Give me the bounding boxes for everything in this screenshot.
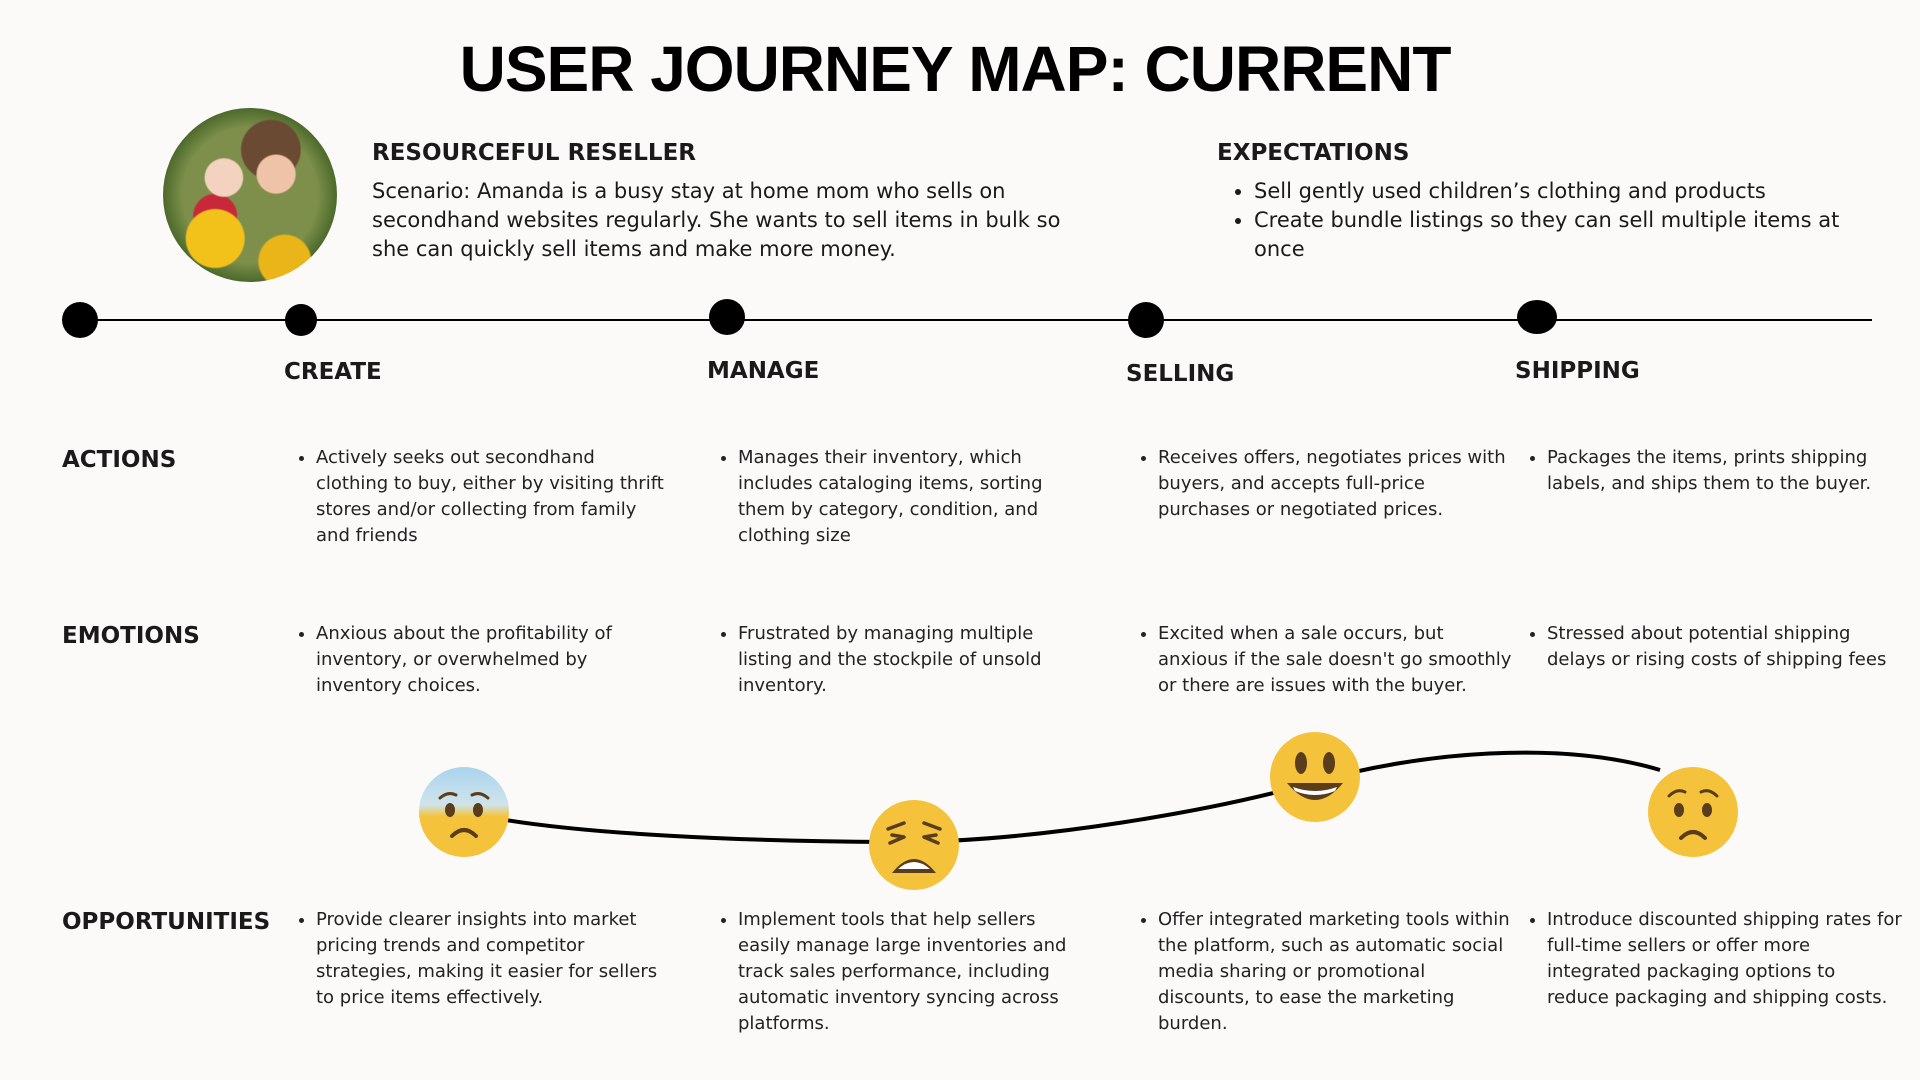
stage-manage: MANAGE	[707, 358, 820, 384]
emotions-cell-manage: Frustrated by managing multiple listing …	[716, 621, 1093, 699]
row-label-actions: ACTIONS	[62, 447, 177, 473]
expectation-item: Create bundle listings so they can sell …	[1254, 206, 1854, 264]
stage-selling: SELLING	[1126, 361, 1235, 387]
smiling-face-icon	[1270, 732, 1360, 822]
emotions-cell-selling: Excited when a sale occurs, but anxious …	[1136, 621, 1513, 699]
actions-cell-selling: Receives offers, negotiates prices with …	[1136, 445, 1513, 523]
timeline-dot-shipping	[1517, 300, 1557, 334]
actions-cell-create: Actively seeks out secondhand clothing t…	[294, 445, 671, 549]
expectations-list: Sell gently used children’s clothing and…	[1217, 177, 1854, 264]
page-title: USER JOURNEY MAP: CURRENT	[459, 33, 1452, 105]
persona-avatar	[163, 108, 337, 282]
list-item: Offer integrated marketing tools within …	[1158, 907, 1513, 1037]
list-item: Stressed about potential shipping delays…	[1547, 621, 1902, 673]
row-label-emotions: EMOTIONS	[62, 623, 200, 649]
anxious-face-icon	[419, 767, 509, 857]
timeline-dot-selling	[1128, 302, 1164, 338]
opportunities-cell-manage: Implement tools that help sellers easily…	[716, 907, 1093, 1037]
list-item: Frustrated by managing multiple listing …	[738, 621, 1093, 699]
row-label-opportunities: OPPORTUNITIES	[62, 909, 271, 935]
list-item: Packages the items, prints shipping labe…	[1547, 445, 1902, 497]
list-item: Introduce discounted shipping rates for …	[1547, 907, 1902, 1011]
opportunities-cell-shipping: Introduce discounted shipping rates for …	[1525, 907, 1902, 1011]
emotions-cell-shipping: Stressed about potential shipping delays…	[1525, 621, 1902, 673]
expectations-title: EXPECTATIONS	[1217, 140, 1410, 166]
timeline-dot-manage	[709, 299, 745, 335]
emotion-curve	[464, 750, 1661, 845]
expectation-item: Sell gently used children’s clothing and…	[1254, 177, 1854, 206]
actions-cell-shipping: Packages the items, prints shipping labe…	[1525, 445, 1902, 497]
persona-name: RESOURCEFUL RESELLER	[372, 140, 696, 166]
emotions-cell-create: Anxious about the profitability of inven…	[294, 621, 671, 699]
opportunities-cell-selling: Offer integrated marketing tools within …	[1136, 907, 1513, 1037]
timeline-dot-create	[285, 304, 317, 336]
list-item: Excited when a sale occurs, but anxious …	[1158, 621, 1513, 699]
list-item: Manages their inventory, which includes …	[738, 445, 1093, 549]
list-item: Implement tools that help sellers easily…	[738, 907, 1093, 1037]
list-item: Anxious about the profitability of inven…	[316, 621, 671, 699]
opportunities-cell-create: Provide clearer insights into market pri…	[294, 907, 671, 1011]
list-item: Receives offers, negotiates prices with …	[1158, 445, 1513, 523]
weary-face-icon	[869, 800, 959, 890]
timeline-dot-start	[62, 302, 98, 338]
stage-shipping: SHIPPING	[1515, 358, 1640, 384]
list-item: Provide clearer insights into market pri…	[316, 907, 671, 1011]
worried-face-icon	[1648, 767, 1738, 857]
stage-create: CREATE	[284, 359, 382, 385]
actions-cell-manage: Manages their inventory, which includes …	[716, 445, 1093, 549]
list-item: Actively seeks out secondhand clothing t…	[316, 445, 671, 549]
persona-scenario: Scenario: Amanda is a busy stay at home …	[372, 179, 1061, 261]
